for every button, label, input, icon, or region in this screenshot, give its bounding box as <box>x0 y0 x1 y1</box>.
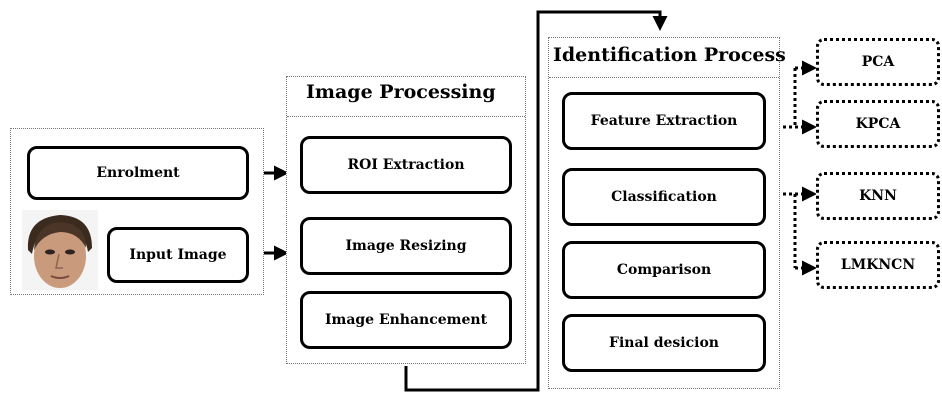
pca-label: PCA <box>861 54 895 70</box>
final-decision-label: Final desicion <box>609 335 719 351</box>
identification-title-divider <box>549 77 779 78</box>
classification-label: Classification <box>611 189 717 205</box>
feature-extraction-label: Feature Extraction <box>590 113 738 129</box>
image-processing-title: Image Processing <box>306 81 496 103</box>
feature-extraction-box: Feature Extraction <box>562 92 766 150</box>
kpca-box: KPCA <box>816 100 940 148</box>
input-image-label: Input Image <box>129 247 227 263</box>
face-photo <box>22 210 98 290</box>
identification-title: Identification Process <box>553 44 786 66</box>
pca-box: PCA <box>816 38 940 86</box>
image-enhancement-label: Image Enhancement <box>324 312 488 328</box>
roi-extraction-box: ROI Extraction <box>300 136 512 194</box>
enrolment-box: Enrolment <box>27 146 249 200</box>
comparison-label: Comparison <box>616 262 712 278</box>
knn-box: KNN <box>816 172 940 220</box>
lmkncn-box: LMKNCN <box>816 241 940 289</box>
image-resizing-label: Image Resizing <box>345 238 467 254</box>
dotted-connector-classification-to-knn-lmkncn <box>765 186 817 276</box>
dotted-connector-feature-to-pca-kpca <box>765 60 817 135</box>
knn-label: KNN <box>859 188 897 204</box>
image-enhancement-box: Image Enhancement <box>300 291 512 349</box>
image-processing-title-divider <box>287 116 525 117</box>
input-image-box: Input Image <box>107 227 249 283</box>
final-decision-box: Final desicion <box>562 314 766 372</box>
arrow-processing-to-identification <box>404 10 668 392</box>
enrolment-label: Enrolment <box>96 165 180 181</box>
image-resizing-box: Image Resizing <box>300 217 512 275</box>
roi-extraction-label: ROI Extraction <box>347 157 465 173</box>
classification-box: Classification <box>562 168 766 226</box>
kpca-label: KPCA <box>855 116 901 132</box>
lmkncn-label: LMKNCN <box>840 257 916 273</box>
comparison-box: Comparison <box>562 241 766 299</box>
